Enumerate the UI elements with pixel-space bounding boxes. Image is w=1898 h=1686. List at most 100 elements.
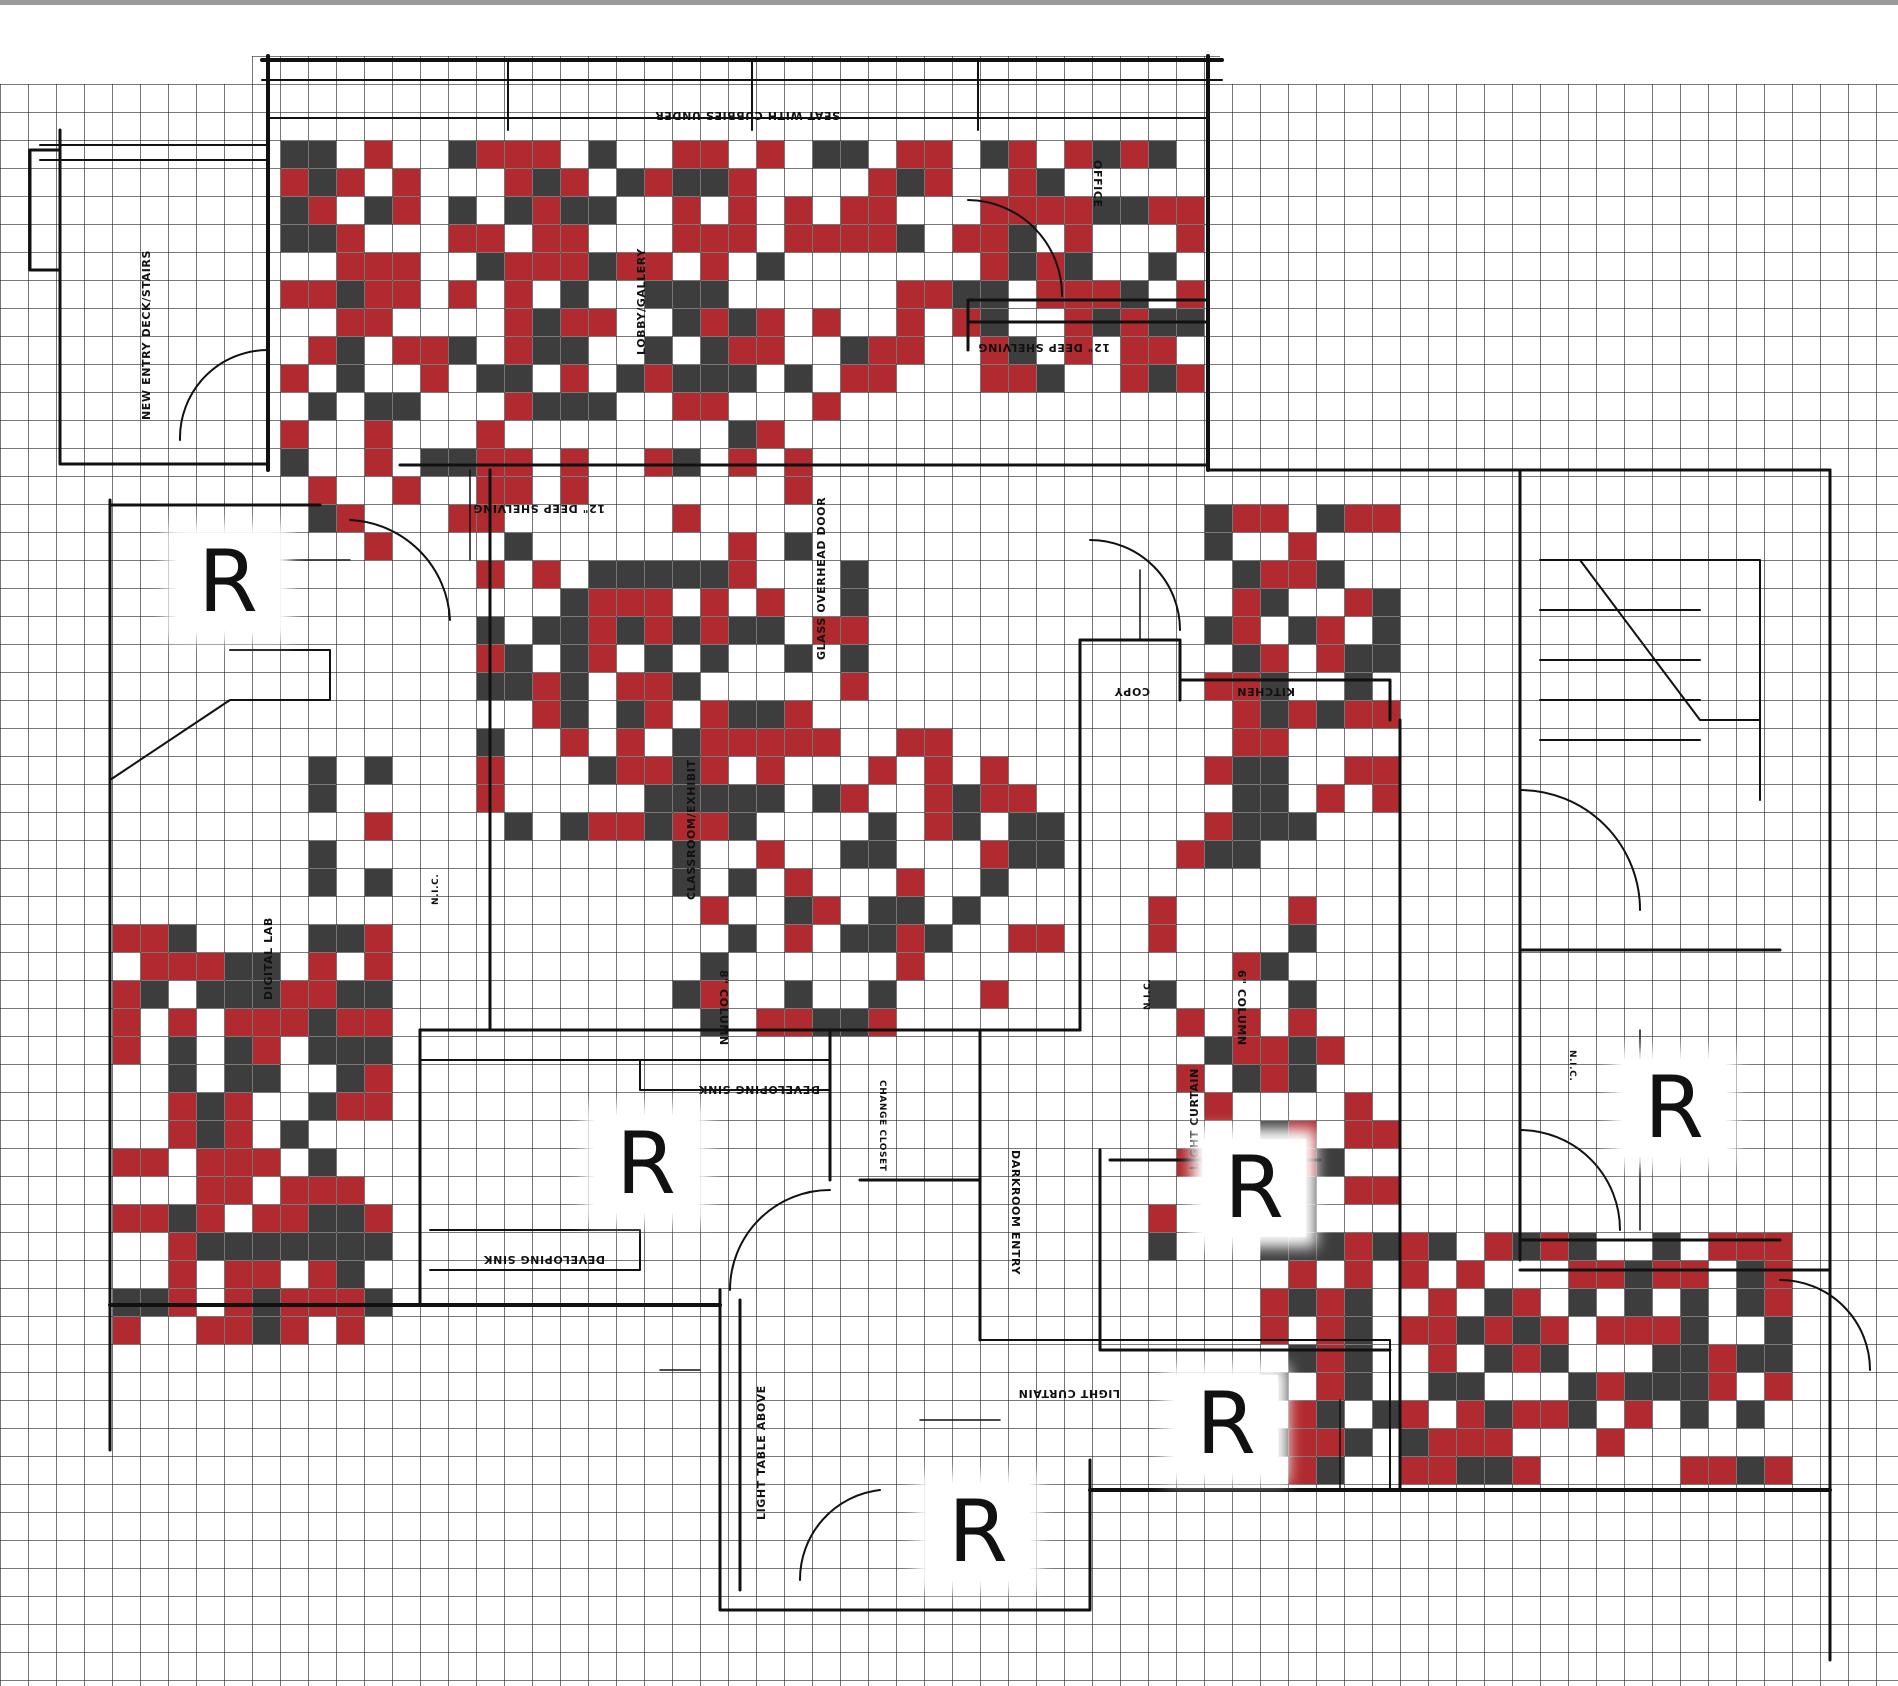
- mosaic-tile: [449, 281, 476, 308]
- mosaic-tile: [897, 953, 924, 980]
- mosaic-tile: [981, 253, 1008, 280]
- mosaic-tile: [841, 673, 868, 700]
- mosaic-tile: [645, 253, 672, 280]
- mosaic-tile: [1317, 1289, 1344, 1316]
- mosaic-tile: [1429, 1345, 1456, 1372]
- mosaic-tile: [1373, 645, 1400, 672]
- note-developing-sink-2: DEVELOPING SINK: [483, 1253, 605, 1266]
- mosaic-tile: [589, 393, 616, 420]
- mosaic-tile: [729, 785, 756, 812]
- mosaic-tile: [533, 337, 560, 364]
- door-office-arc: [967, 199, 1064, 297]
- mosaic-tile: [785, 869, 812, 896]
- mosaic-tile: [1373, 701, 1400, 728]
- note-light-table: LIGHT TABLE ABOVE: [755, 1385, 768, 1520]
- mosaic-tile: [1765, 1317, 1792, 1344]
- door-east-arc-3: [1779, 1279, 1871, 1371]
- mosaic-tile: [1289, 1065, 1316, 1092]
- mosaic-tile: [617, 253, 644, 280]
- mosaic-tile: [253, 1037, 280, 1064]
- mosaic-tile: [113, 925, 140, 952]
- mosaic-tile: [225, 1093, 252, 1120]
- mosaic-tile: [1261, 589, 1288, 616]
- mosaic-tile: [925, 169, 952, 196]
- mosaic-tile: [729, 701, 756, 728]
- mosaic-tile: [393, 281, 420, 308]
- mosaic-tile: [1009, 337, 1036, 364]
- mosaic-tile: [1485, 1233, 1512, 1260]
- mosaic-tile: [729, 869, 756, 896]
- mosaic-tile: [1709, 1233, 1736, 1260]
- mosaic-tile: [1737, 1345, 1764, 1372]
- mosaic-tile: [673, 169, 700, 196]
- mosaic-tile: [1121, 141, 1148, 168]
- mosaic-tile: [393, 477, 420, 504]
- note-developing-sink-1: DEVELOPING SINK: [698, 1083, 820, 1096]
- mosaic-tile: [1177, 197, 1204, 224]
- mosaic-tile: [337, 1317, 364, 1344]
- annotations: NEW ENTRY DECK/STAIRS SEAT WITH CUBBIES …: [140, 109, 1577, 1520]
- mosaic-tile: [841, 1009, 868, 1036]
- mosaic-tile: [1149, 337, 1176, 364]
- mosaic-tile: [1177, 1149, 1204, 1176]
- mosaic-tile: [841, 197, 868, 224]
- mosaic-tile: [1065, 225, 1092, 252]
- mosaic-tile: [1261, 1037, 1288, 1064]
- mosaic-tile: [337, 337, 364, 364]
- note-column-2: 6" COLUMN: [1235, 970, 1248, 1046]
- mosaic-tile: [113, 1317, 140, 1344]
- mosaic-tile: [1009, 785, 1036, 812]
- mosaic-tile: [1597, 1317, 1624, 1344]
- mosaic-tile: [785, 365, 812, 392]
- mosaic-tile: [281, 1317, 308, 1344]
- mosaic-tile: [421, 365, 448, 392]
- mosaic-tile: [337, 925, 364, 952]
- mosaic-tile: [1541, 1317, 1568, 1344]
- mosaic-tile: [617, 617, 644, 644]
- mosaic-tile: [617, 365, 644, 392]
- mosaic-tile: [1009, 841, 1036, 868]
- mosaic-tile: [897, 337, 924, 364]
- mosaic-tile: [701, 645, 728, 672]
- mosaic-tile: [225, 1317, 252, 1344]
- mosaic-tile: [449, 449, 476, 476]
- mosaic-tile: [701, 225, 728, 252]
- mosaic-tile: [309, 505, 336, 532]
- mosaic-tile: [785, 925, 812, 952]
- mosaic-tile: [1541, 1401, 1568, 1428]
- mosaic-tile: [645, 169, 672, 196]
- mosaic-tile: [113, 1037, 140, 1064]
- mosaic-tile: [365, 141, 392, 168]
- mosaic-tile: [281, 1289, 308, 1316]
- mosaic-tile: [701, 897, 728, 924]
- mosaic-tile: [1569, 1373, 1596, 1400]
- mosaic-tile: [701, 281, 728, 308]
- mosaic-tile: [953, 813, 980, 840]
- mosaic-tile: [841, 785, 868, 812]
- mosaic-tile: [1065, 197, 1092, 224]
- note-column-1: 8" COLUMN: [717, 970, 730, 1046]
- mosaic-tile: [1149, 981, 1176, 1008]
- mosaic-tile: [337, 505, 364, 532]
- mosaic-tile: [561, 449, 588, 476]
- mosaic-tile: [281, 281, 308, 308]
- mosaic-tile: [673, 505, 700, 532]
- mosaic-tile: [1037, 169, 1064, 196]
- mosaic-tile: [701, 701, 728, 728]
- mosaic-tile: [953, 225, 980, 252]
- mosaic-tile: [169, 925, 196, 952]
- mosaic-tile: [1401, 1457, 1428, 1484]
- mosaic-tile: [701, 981, 728, 1008]
- mosaic-tile: [841, 617, 868, 644]
- mosaic-tile: [1289, 897, 1316, 924]
- mosaic-tile: [813, 1009, 840, 1036]
- mosaic-tile: [1289, 701, 1316, 728]
- mosaic-tile: [673, 393, 700, 420]
- mosaic-tile: [757, 141, 784, 168]
- mosaic-tile: [1289, 1289, 1316, 1316]
- mosaic-tile: [337, 981, 364, 1008]
- mosaic-tile: [309, 281, 336, 308]
- mosaic-tile: [1625, 1401, 1652, 1428]
- mosaic-tile: [701, 169, 728, 196]
- mosaic-tile: [1401, 1401, 1428, 1428]
